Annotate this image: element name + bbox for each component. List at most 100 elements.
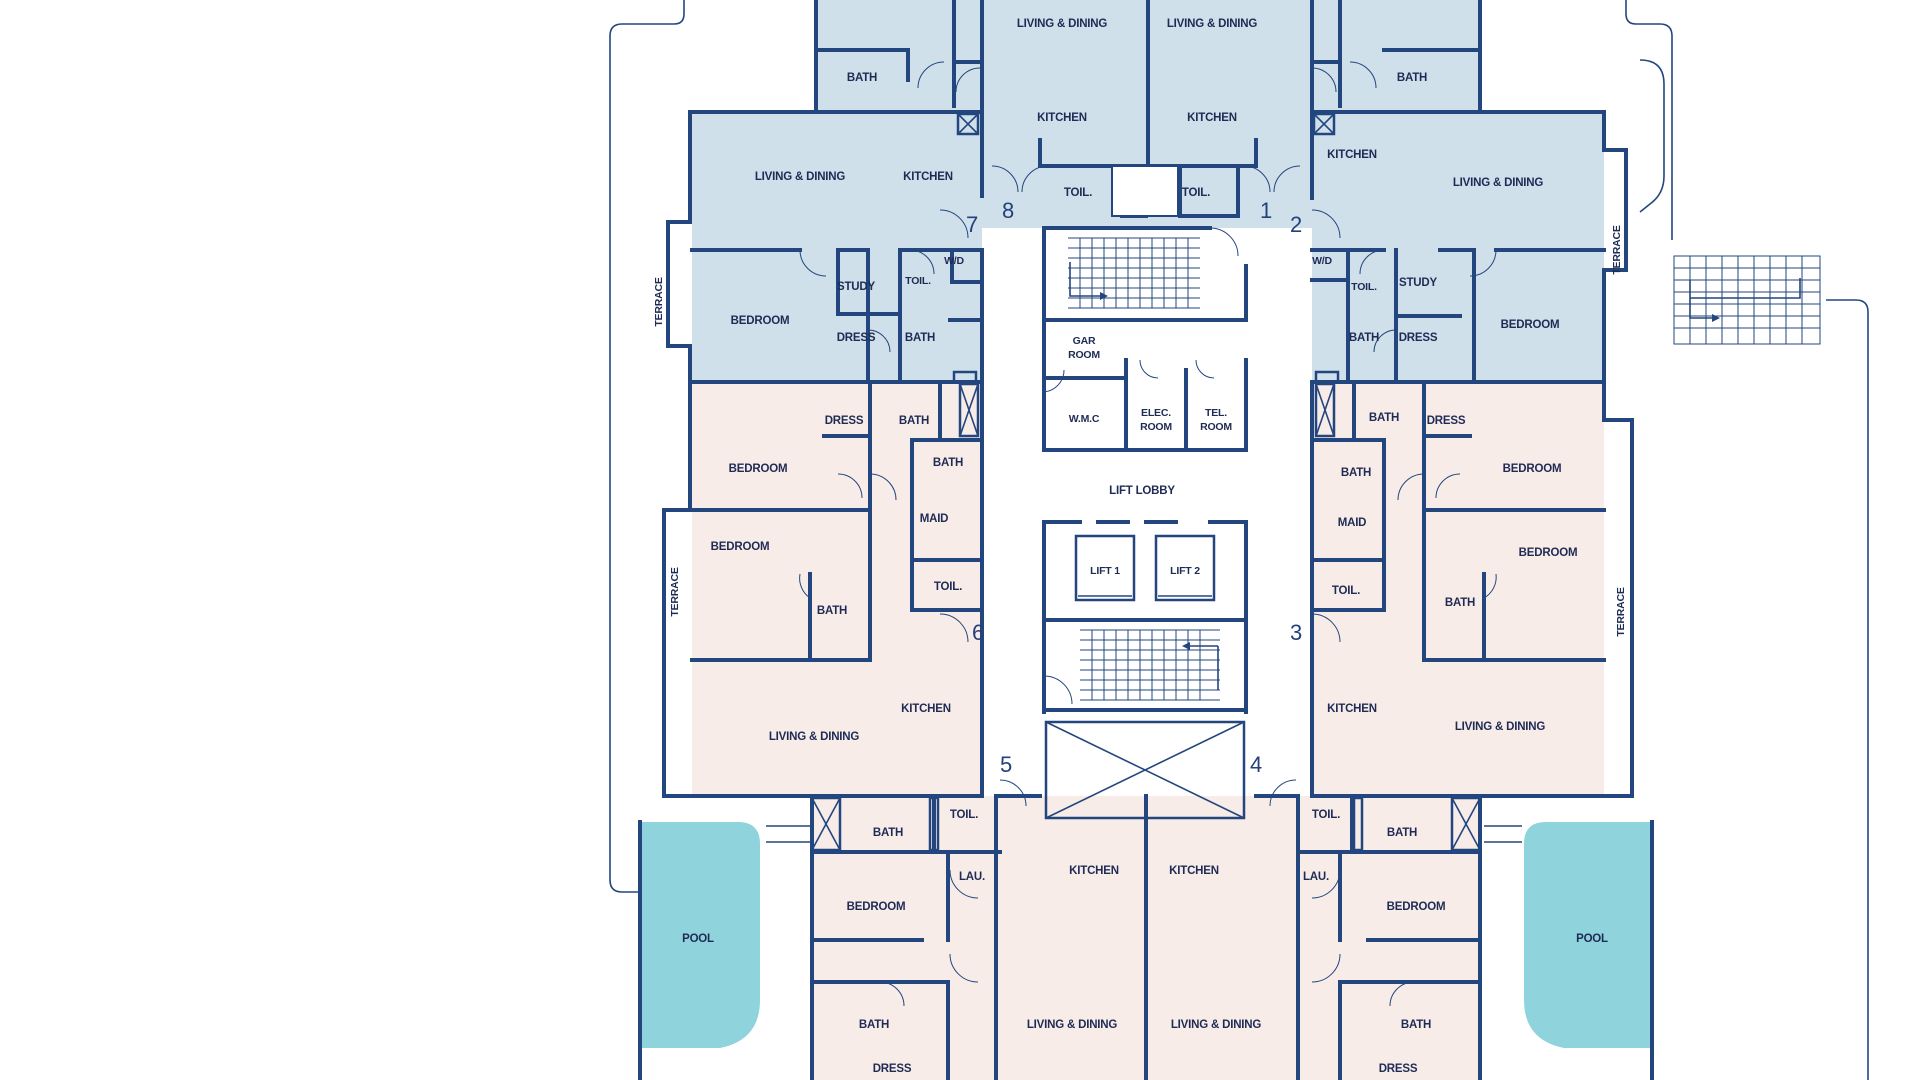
- room-label: DRESS: [873, 1063, 912, 1075]
- room-label: ELEC.: [1141, 407, 1171, 419]
- unit-2-fill: [1312, 112, 1604, 382]
- room-label: KITCHEN: [1169, 865, 1219, 877]
- room-label: BEDROOM: [847, 901, 906, 913]
- core-gap-top: [1111, 165, 1179, 217]
- unit-3-fill: [1312, 382, 1604, 796]
- room-label: LIVING & DINING: [1167, 18, 1258, 30]
- room-label: TERRACE: [653, 277, 665, 327]
- unit-7-fill: [692, 112, 982, 382]
- room-label: MAID: [920, 513, 949, 525]
- room-label: BATH: [933, 457, 963, 469]
- room-label: DRESS: [1379, 1063, 1418, 1075]
- room-label: TEL.: [1205, 407, 1227, 419]
- room-label: DRESS: [1427, 415, 1466, 427]
- room-label: BATH: [899, 415, 929, 427]
- room-label: BATH: [847, 72, 877, 84]
- room-label: LIFT 1: [1090, 565, 1120, 577]
- room-label: BATH: [1349, 332, 1379, 344]
- room-label: BEDROOM: [711, 541, 770, 553]
- pool-right: [1524, 822, 1652, 1048]
- room-label: TOIL.: [1182, 187, 1210, 199]
- site-boundary-right: [1625, 0, 1673, 240]
- stair-bottom: [1080, 629, 1220, 701]
- room-label: BATH: [1401, 1019, 1431, 1031]
- room-label: ROOM: [1140, 421, 1172, 433]
- room-label: BATH: [1341, 467, 1371, 479]
- room-label: BEDROOM: [729, 463, 788, 475]
- unit-number-3: 3: [1290, 620, 1302, 645]
- room-label: KITCHEN: [1327, 149, 1377, 161]
- room-label: TOIL.: [1312, 809, 1340, 821]
- stair-arrow-external: [1712, 314, 1720, 322]
- unit-number-6: 6: [972, 620, 984, 645]
- doors: [799, 61, 1497, 1007]
- unit-number-5: 5: [1000, 752, 1012, 777]
- room-label: ROOM: [1068, 349, 1100, 361]
- room-label: W.M.C: [1069, 413, 1100, 425]
- room-label: KITCHEN: [1069, 865, 1119, 877]
- room-label: KITCHEN: [1037, 112, 1087, 124]
- room-label: KITCHEN: [903, 171, 953, 183]
- room-label: TOIL.: [950, 809, 978, 821]
- room-label: TOIL.: [1064, 187, 1092, 199]
- room-label: TOIL.: [1351, 281, 1377, 293]
- room-label: BEDROOM: [1501, 319, 1560, 331]
- room-label: TOIL.: [934, 581, 962, 593]
- unit-number-8: 8: [1002, 198, 1014, 223]
- room-label: W/D: [944, 255, 964, 267]
- room-label: W/D: [1312, 255, 1332, 267]
- pool-left: [640, 822, 760, 1048]
- room-label: BEDROOM: [1503, 463, 1562, 475]
- room-label: BATH: [1387, 827, 1417, 839]
- room-label: MAID: [1338, 517, 1367, 529]
- room-label: BATH: [905, 332, 935, 344]
- room-label: BATH: [1369, 412, 1399, 424]
- room-label: KITCHEN: [901, 703, 951, 715]
- room-label: LIVING & DINING: [769, 731, 860, 743]
- unit-number-7: 7: [966, 212, 978, 237]
- stair-external: [1673, 255, 1821, 345]
- stairs: [1068, 237, 1821, 701]
- site-boundary-curve-right: [1639, 59, 1665, 213]
- room-labels: LIVING & DINING KITCHEN TOIL. BATH LIVIN…: [653, 18, 1627, 1075]
- room-label: LIVING & DINING: [1455, 721, 1546, 733]
- room-label: BATH: [817, 605, 847, 617]
- room-label: TERRACE: [1615, 587, 1627, 637]
- room-label: DRESS: [825, 415, 864, 427]
- room-label: BEDROOM: [731, 315, 790, 327]
- room-label: POOL: [1576, 933, 1608, 945]
- walls: [638, 0, 1654, 1080]
- room-label: STUDY: [1399, 277, 1438, 289]
- room-label: BATH: [873, 827, 903, 839]
- room-label: LIVING & DINING: [755, 171, 846, 183]
- unit-number-2: 2: [1290, 212, 1302, 237]
- room-label: TOIL.: [1332, 585, 1360, 597]
- room-label: LIVING & DINING: [1017, 18, 1108, 30]
- unit-number-4: 4: [1250, 752, 1262, 777]
- shafts: [810, 112, 1482, 852]
- room-label: STUDY: [837, 281, 876, 293]
- room-label: BATH: [859, 1019, 889, 1031]
- room-label: KITCHEN: [1327, 703, 1377, 715]
- room-label: BEDROOM: [1387, 901, 1446, 913]
- site-boundary-right-lower: [1826, 299, 1869, 1080]
- stair-arrow-top: [1100, 292, 1108, 300]
- unit-numbers: 1 2 3 4 5 6 7 8: [966, 198, 1302, 777]
- room-label: DRESS: [837, 332, 876, 344]
- room-label: LAU.: [1303, 871, 1329, 883]
- service-core: [1042, 165, 1248, 820]
- stair-top: [1068, 237, 1200, 309]
- stair-arrow-bottom: [1182, 642, 1190, 650]
- room-label: KITCHEN: [1187, 112, 1237, 124]
- site-boundary: [609, 0, 685, 893]
- room-label: LIFT LOBBY: [1109, 485, 1175, 497]
- room-label: DRESS: [1399, 332, 1438, 344]
- room-label: BATH: [1445, 597, 1475, 609]
- room-label: LIFT 2: [1170, 565, 1200, 577]
- room-label: TOIL.: [905, 275, 931, 287]
- room-label: BEDROOM: [1519, 547, 1578, 559]
- room-label: LIVING & DINING: [1171, 1019, 1262, 1031]
- room-label: TERRACE: [669, 567, 681, 617]
- room-label: LIVING & DINING: [1453, 177, 1544, 189]
- room-label: GAR: [1073, 335, 1096, 347]
